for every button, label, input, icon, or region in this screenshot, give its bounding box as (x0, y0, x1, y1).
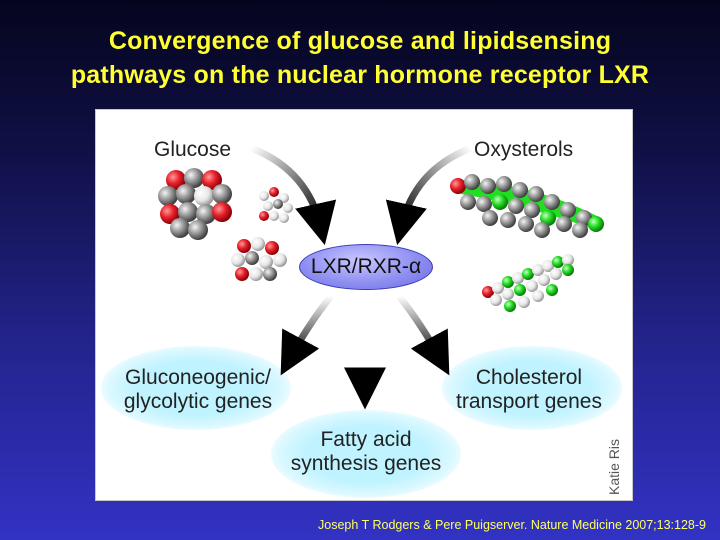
diagram-artwork (158, 144, 604, 410)
slide-title: Convergence of glucose and lipidsensing … (0, 24, 720, 92)
fatty-acid-line-2: synthesis genes (290, 452, 442, 475)
gluconeogenic-genes-label: Gluconeogenic/ glycolytic genes (118, 366, 278, 414)
citation: Joseph T Rodgers & Pere Puigserver. Natu… (318, 518, 706, 532)
lxr-rxr-label: LXR/RXR-α (300, 255, 432, 279)
arrow-lxr-to-cholesterol (396, 293, 450, 376)
arrow-glucose-to-lxr (249, 144, 337, 246)
oxysterols-label: Oxysterols (474, 138, 574, 161)
glucose-label: Glucose (154, 138, 232, 161)
alpha-symbol: α (408, 255, 422, 278)
title-line-2: pathways on the nuclear hormone receptor… (70, 61, 650, 89)
glow-fatty-acid (271, 410, 461, 498)
oxysterol-molecule-small (482, 254, 574, 312)
cholesterol-genes-label: Cholesterol transport genes (449, 366, 609, 414)
glucose-molecule-medium (231, 237, 287, 281)
gluconeogenic-line-2: glycolytic genes (123, 390, 273, 413)
gluconeogenic-line-1: Gluconeogenic/ (125, 366, 271, 389)
glow-gluconeogenic (101, 346, 291, 430)
cholesterol-line-2: transport genes (456, 390, 602, 413)
fatty-acid-genes-label: Fatty acid synthesis genes (281, 428, 451, 476)
cholesterol-line-1: Cholesterol (475, 366, 583, 389)
arrow-lxr-to-gluconeogenic (280, 293, 334, 376)
glow-cholesterol (442, 346, 622, 430)
artist-credit: Katie Ris (606, 438, 622, 495)
glucose-molecule-small (259, 187, 293, 223)
lxr-rxr-receptor: LXR/RXR-α (299, 244, 433, 290)
lxr-rxr-text: LXR/RXR- (310, 255, 409, 278)
diagram-panel: Glucose Oxysterols LXR/RXR-α Gluconeogen… (95, 109, 633, 501)
title-line-1: Convergence of glucose and lipidsensing (108, 27, 612, 55)
fatty-acid-line-1: Fatty acid (320, 428, 412, 451)
oxysterol-molecule-large (450, 174, 604, 238)
glucose-molecule-large (158, 168, 232, 240)
arrow-oxysterols-to-lxr (385, 144, 473, 246)
